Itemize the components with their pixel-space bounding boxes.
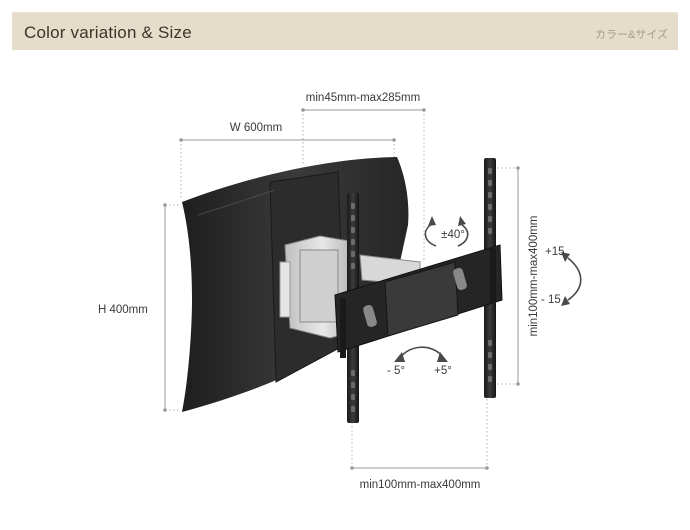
tilt-down-label: - 15 — [541, 294, 561, 306]
swivel-arrow-icon — [424, 216, 469, 247]
level-minus-label: - 5° — [387, 365, 405, 377]
height-label: H 400mm — [98, 304, 148, 316]
level-plus-label: +5° — [434, 365, 452, 377]
section-title: Color variation & Size — [24, 23, 192, 42]
swivel-angle-label: ±40° — [441, 229, 465, 241]
dimension-lines — [163, 108, 520, 470]
mounting-plate — [334, 244, 503, 358]
vesa-horizontal-label: min100mm-max400mm — [360, 479, 481, 491]
width-label: W 600mm — [230, 122, 282, 134]
arm-extension-label: min45mm-max285mm — [306, 92, 420, 104]
level-arrow-icon — [394, 346, 448, 362]
product-diagram: min45mm-max285mm W 600mm H 400mm ±40° mi… — [0, 52, 690, 530]
section-subtitle: カラー&サイズ — [594, 29, 668, 41]
tilt-up-label: +15 — [545, 246, 565, 258]
vesa-vertical-label: min100mm-max400mm — [528, 216, 540, 337]
tilt-arrow-icon — [561, 252, 582, 306]
section-header: Color variation & Size カラー&サイズ — [12, 12, 678, 50]
